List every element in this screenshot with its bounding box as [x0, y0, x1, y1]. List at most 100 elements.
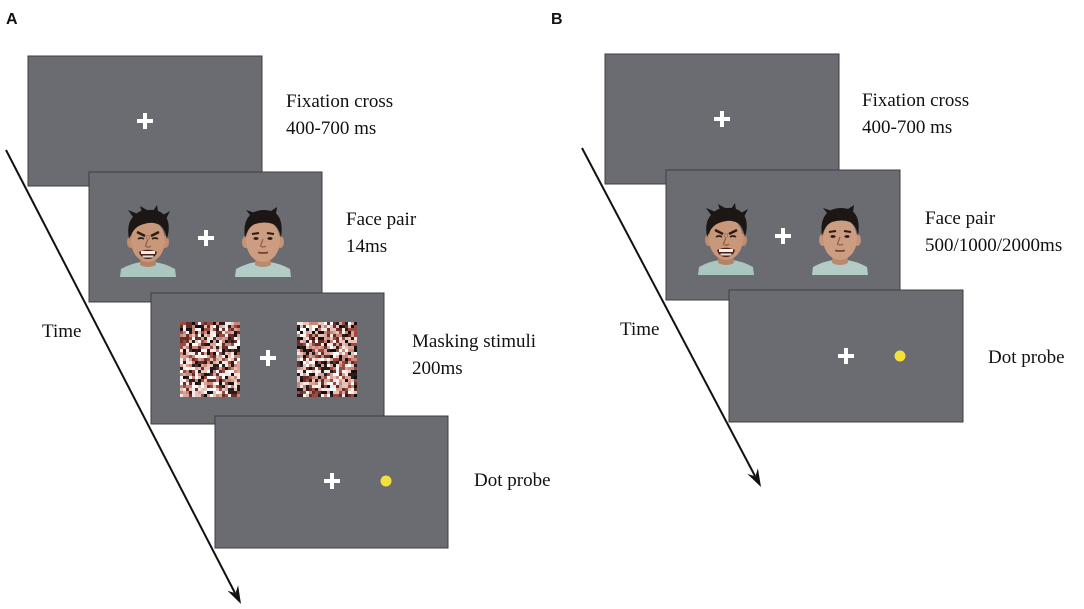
noise-cell [234, 334, 237, 337]
fixation-title: Fixation cross [862, 90, 969, 111]
noise-cell [303, 391, 306, 394]
noise-cell [345, 358, 348, 361]
noise-cell [351, 364, 354, 367]
noise-cell [324, 328, 327, 331]
noise-cell [330, 382, 333, 385]
noise-cell [303, 367, 306, 370]
noise-cell [306, 328, 309, 331]
noise-cell [234, 325, 237, 328]
noise-cell [342, 385, 345, 388]
noise-cell [351, 361, 354, 364]
noise-cell [309, 340, 312, 343]
noise-cell [216, 325, 219, 328]
masking-title: Masking stimuli [412, 331, 536, 352]
noise-cell [189, 376, 192, 379]
noise-cell [225, 358, 228, 361]
noise-cell [327, 352, 330, 355]
noise-cell [198, 325, 201, 328]
noise-cell [201, 358, 204, 361]
noise-cell [237, 322, 240, 325]
noise-cell [195, 388, 198, 391]
noise-cell [234, 364, 237, 367]
noise-cell [351, 322, 354, 325]
noise-cell [318, 385, 321, 388]
noise-cell [351, 331, 354, 334]
noise-cell [297, 343, 300, 346]
noise-cell [201, 382, 204, 385]
noise-cell [183, 361, 186, 364]
noise-cell [228, 328, 231, 331]
noise-cell [330, 331, 333, 334]
noise-cell [309, 373, 312, 376]
noise-cell [213, 373, 216, 376]
noise-cell [333, 355, 336, 358]
noise-cell [300, 352, 303, 355]
noise-cell [180, 346, 183, 349]
noise-cell [198, 343, 201, 346]
noise-cell [210, 364, 213, 367]
noise-cell [216, 370, 219, 373]
noise-cell [189, 328, 192, 331]
noise-cell [192, 343, 195, 346]
noise-cell [300, 364, 303, 367]
noise-cell [225, 331, 228, 334]
noise-cell [324, 379, 327, 382]
noise-cell [348, 355, 351, 358]
noise-cell [219, 355, 222, 358]
noise-cell [339, 391, 342, 394]
noise-cell [297, 346, 300, 349]
noise-cell [318, 382, 321, 385]
noise-cell [192, 367, 195, 370]
noise-cell [312, 370, 315, 373]
noise-cell [309, 376, 312, 379]
noise-cell [222, 331, 225, 334]
noise-cell [330, 379, 333, 382]
noise-cell [324, 373, 327, 376]
noise-cell [195, 328, 198, 331]
noise-cell [231, 379, 234, 382]
noise-cell [333, 346, 336, 349]
noise-cell [330, 373, 333, 376]
noise-cell [312, 358, 315, 361]
noise-cell [324, 355, 327, 358]
noise-cell [189, 373, 192, 376]
noise-cell [192, 340, 195, 343]
noise-cell [201, 337, 204, 340]
noise-cell [342, 376, 345, 379]
noise-cell [231, 355, 234, 358]
fixation-cross-icon [714, 111, 730, 127]
noise-cell [204, 379, 207, 382]
noise-cell [186, 373, 189, 376]
fixation-cross-icon [775, 228, 791, 244]
noise-cell [333, 361, 336, 364]
noise-cell [300, 370, 303, 373]
noise-cell [348, 331, 351, 334]
noise-cell [321, 334, 324, 337]
noise-cell [351, 385, 354, 388]
noise-cell [324, 343, 327, 346]
noise-cell [189, 349, 192, 352]
noise-cell [231, 337, 234, 340]
noise-cell [201, 391, 204, 394]
noise-cell [351, 379, 354, 382]
noise-cell [327, 337, 330, 340]
noise-cell [315, 331, 318, 334]
noise-cell [198, 322, 201, 325]
noise-cell [186, 352, 189, 355]
noise-cell [342, 322, 345, 325]
noise-cell [225, 322, 228, 325]
noise-cell [348, 358, 351, 361]
noise-cell [339, 337, 342, 340]
noise-cell [231, 343, 234, 346]
noise-cell [213, 394, 216, 397]
noise-cell [306, 355, 309, 358]
noise-cell [348, 367, 351, 370]
noise-cell [186, 355, 189, 358]
noise-cell [225, 373, 228, 376]
noise-cell [189, 331, 192, 334]
noise-cell [210, 328, 213, 331]
noise-cell [348, 328, 351, 331]
noise-cell [207, 361, 210, 364]
noise-cell [183, 325, 186, 328]
noise-cell [309, 394, 312, 397]
